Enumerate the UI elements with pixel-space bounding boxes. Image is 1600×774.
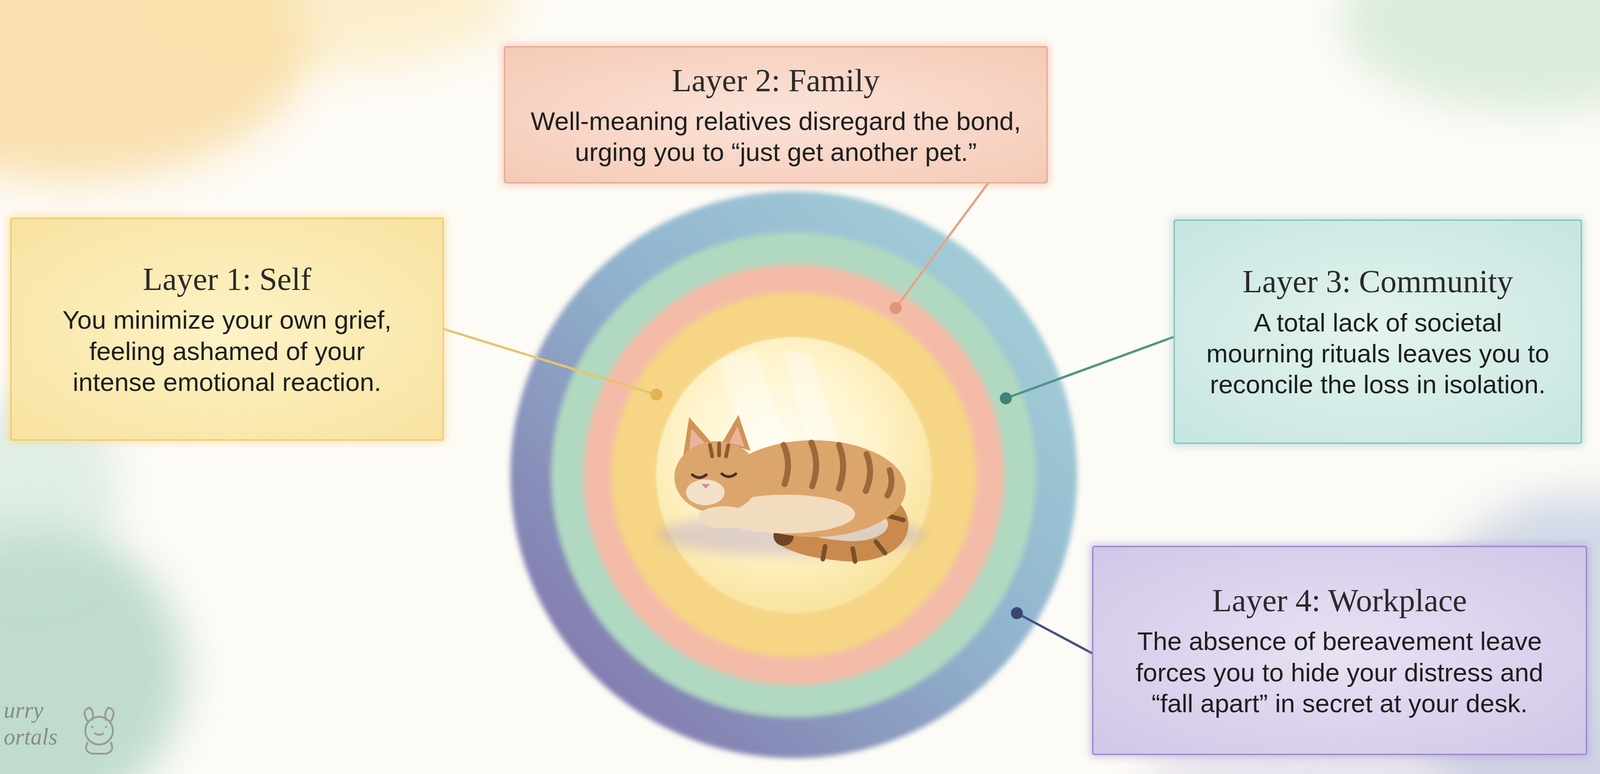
watermark-logo: [92, 726, 107, 735]
watermark-logo: [84, 707, 114, 722]
leader-dots: [650, 301, 1023, 620]
layer-heading: Layer 2: Family: [671, 62, 880, 100]
watercolor-background: [129, 0, 517, 70]
leader-dots: [650, 388, 663, 401]
watermark-logo: [85, 716, 113, 745]
layer-description: Well-meaning relatives disregard the bon…: [526, 105, 1025, 168]
sleeping-cat: [657, 414, 925, 562]
layer-heading: Layer 4: Workplace: [1212, 582, 1468, 620]
watercolor-background: [1341, 0, 1600, 111]
layer-description: The absence of bereavement leave forces …: [1122, 625, 1557, 719]
leader-dots: [1010, 607, 1023, 620]
sleeping-cat: [685, 479, 725, 506]
sleeping-cat: [692, 473, 736, 478]
watermark-text: urry ortals: [3, 696, 73, 750]
concentric-rings: [531, 212, 1057, 738]
callout-box: Layer 4: WorkplaceThe absence of bereave…: [1092, 545, 1588, 756]
sleeping-cat: [783, 442, 892, 496]
concentric-rings: [531, 212, 1057, 738]
watermark-logo: [86, 742, 113, 754]
concentric-rings: [634, 315, 953, 634]
layer-description: You minimize your own grief, feeling ash…: [54, 304, 401, 398]
inner-disc: [656, 337, 932, 613]
sleeping-cat: [701, 484, 710, 489]
leader-dots: [889, 301, 902, 314]
callout-box: Layer 2: FamilyWell-meaning relatives di…: [503, 46, 1048, 184]
concentric-rings: [597, 278, 990, 671]
watermark-logo: [84, 707, 114, 754]
callout-box: Layer 3: Community A total lack of societ…: [1173, 219, 1583, 444]
leader-lines: [443, 329, 657, 395]
layer-heading: Layer 3: Community: [1242, 263, 1513, 301]
leader-lines: [895, 183, 988, 308]
sleeping-cat: [709, 443, 729, 457]
leader-lines: [1016, 613, 1093, 654]
leader-dots: [999, 392, 1012, 405]
callout-box: Layer 1: SelfYou minimize your own grief…: [10, 217, 444, 441]
leader-lines: [443, 183, 1174, 654]
sleeping-cat: [674, 441, 760, 514]
concentric-rings: [567, 248, 1020, 701]
layer-heading: Layer 1: Self: [142, 260, 312, 299]
layer-description: A total lack of societal mourning ritual…: [1201, 307, 1555, 401]
sleeping-cat: [698, 506, 750, 529]
leader-lines: [1005, 336, 1174, 399]
